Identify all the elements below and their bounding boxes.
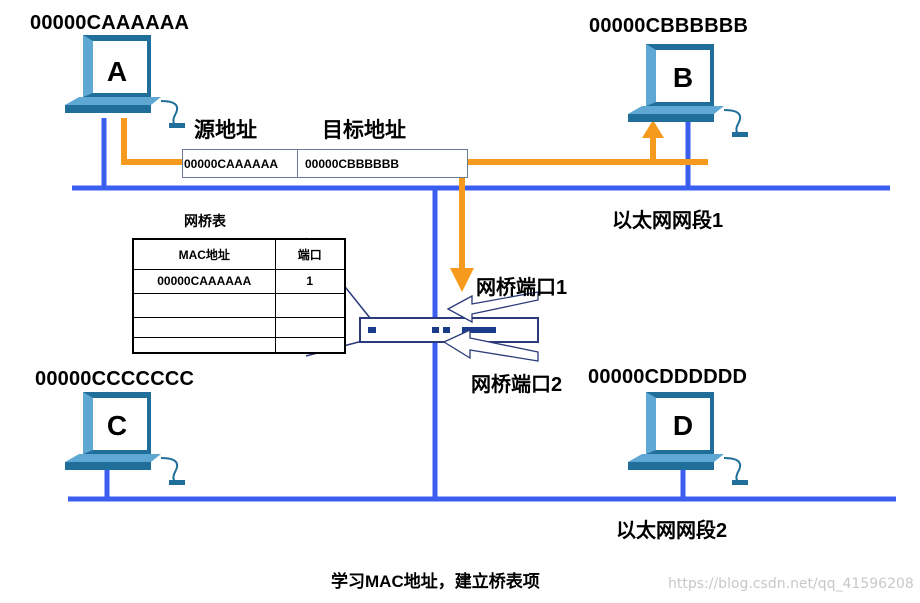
bridge-table-cell-port (274, 336, 346, 354)
host-c-mac-label: 00000CCCCCCC (35, 368, 195, 390)
frame-path-arrows (121, 118, 708, 292)
host-d-letter: D (672, 410, 694, 441)
bridge-table-cell-port: 1 (274, 268, 346, 294)
host-a-letter: A (106, 56, 128, 87)
diagram-caption: 学习MAC地址，建立桥表项 (331, 572, 540, 591)
bridge-port-2-label: 网桥端口2 (471, 374, 563, 396)
ethernet-segment-1-label: 以太网网段1 (612, 210, 724, 232)
bridge-table-cell-port (274, 316, 346, 338)
bridge-port-2-pointer (442, 328, 539, 362)
bridge-table: MAC地址 端口 00000CAAAAAA 1 (132, 238, 346, 354)
bridge-table-cell-mac (132, 316, 276, 338)
frame-dest-header: 目标地址 (322, 119, 406, 142)
ethernet-segment-2-label: 以太网网段2 (616, 520, 728, 542)
bridge-table-header-port: 端口 (274, 238, 346, 270)
table-row (132, 292, 346, 318)
bridge-table-cell-mac: 00000CAAAAAA (132, 268, 276, 294)
frame-source-value: 00000CAAAAAA (184, 156, 279, 171)
frame-cell-divider (297, 150, 298, 177)
host-b-computer-icon (628, 44, 749, 137)
host-c-computer-icon (65, 392, 186, 485)
watermark: https://blog.csdn.net/qq_41596208 (668, 576, 914, 592)
table-row (132, 316, 346, 338)
table-row (132, 336, 346, 354)
host-d-computer-icon (628, 392, 749, 485)
bridge-table-cell-mac (132, 292, 276, 318)
bridge-port-1-pointer (446, 291, 539, 324)
bridge-port-1-label: 网桥端口1 (476, 277, 568, 299)
frame-dest-value: 00000CBBBBBB (305, 156, 400, 171)
bridge-table-cell-port (274, 292, 346, 318)
bridge-table-header-mac: MAC地址 (132, 238, 276, 270)
host-b-letter: B (672, 62, 694, 93)
frame-source-header: 源地址 (194, 119, 257, 142)
table-row: 00000CAAAAAA 1 (132, 268, 346, 294)
host-d-mac-label: 00000CDDDDDD (588, 366, 748, 388)
host-a-computer-icon (65, 35, 186, 128)
host-b-mac-label: 00000CBBBBBB (589, 15, 749, 37)
bridge-table-cell-mac (132, 336, 276, 354)
host-c-letter: C (106, 410, 128, 441)
host-a-mac-label: 00000CAAAAAA (30, 12, 190, 34)
bridge-table-title: 网桥表 (184, 213, 226, 229)
bridge-device (359, 317, 539, 343)
ethernet-frame-box: 00000CAAAAAA 00000CBBBBBB (182, 149, 468, 178)
